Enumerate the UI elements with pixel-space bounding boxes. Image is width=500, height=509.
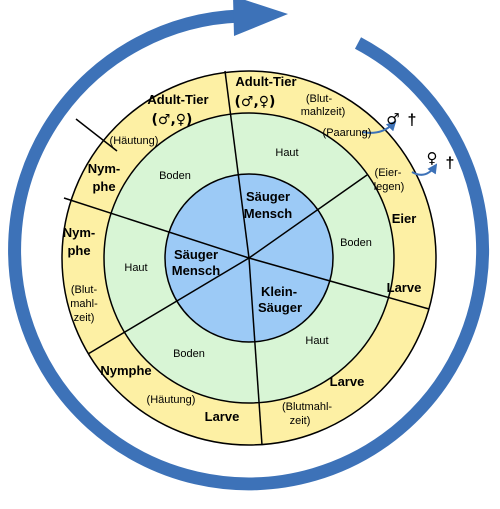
host-top-2: Mensch (244, 206, 292, 221)
divider-top (224, 70, 250, 259)
nymph-top-2: phe (92, 179, 115, 194)
female-outcome-arrow (411, 163, 438, 176)
cycle-arrow (8, 9, 490, 491)
divider-bottom-left (87, 257, 250, 355)
adult-left-title: Adult-Tier (147, 92, 208, 107)
ground-bottom-label: Boden (173, 348, 205, 360)
adult-right-title: Adult-Tier (235, 74, 296, 89)
male-death-dagger: † (408, 112, 417, 129)
divider-top-right (248, 174, 368, 259)
blood-meal-left-2: mahl- (70, 298, 98, 310)
adult-left-sexes: (♂,♀) (152, 112, 193, 128)
skin-bottom-right-label: Haut (305, 335, 328, 347)
larva-bottom-label: Larve (205, 409, 240, 424)
eggs-label: Eier (392, 211, 417, 226)
female-symbol: ♀ (427, 149, 438, 167)
female-death-dagger: † (446, 155, 455, 172)
adult-right-blood-meal-1: (Blut- (306, 93, 333, 105)
adult-left-molting: (Häutung) (110, 135, 159, 147)
nymph-left-2: phe (67, 243, 90, 258)
nymph-left-1: Nym- (63, 225, 96, 240)
host-left-1: Säuger (174, 247, 218, 262)
nymph-bottom-label: Nymphe (100, 363, 151, 378)
blood-meal-left-1: (Blut- (71, 284, 98, 296)
nymph-top-1: Nym- (88, 161, 121, 176)
larva-right-label: Larve (387, 280, 422, 295)
skin-left-label: Haut (124, 262, 147, 274)
male-outcome-arrow (361, 120, 397, 134)
molting-bottom-label: (Häutung) (147, 394, 196, 406)
divider-right (248, 257, 430, 310)
larva-bottom-right-label: Larve (330, 374, 365, 389)
adult-right-blood-meal-2: mahlzeit) (301, 106, 346, 118)
blood-meal-bottom-1: (Blutmahl- (282, 401, 332, 413)
egg-laying-2: legen) (374, 181, 405, 193)
cycle-arrow-head (233, 0, 288, 36)
host-top-1: Säuger (246, 189, 290, 204)
ground-top-left-label: Boden (159, 170, 191, 182)
ground-right-label: Boden (340, 237, 372, 249)
blood-meal-left-3: zeit) (74, 312, 95, 324)
mating-label: (Paarung) (323, 127, 372, 139)
skin-top-label: Haut (275, 147, 298, 159)
adult-right-sexes: (♂,♀) (235, 94, 276, 110)
host-left-2: Mensch (172, 263, 220, 278)
host-right-1: Klein- (261, 284, 297, 299)
divider-bottom (248, 257, 263, 446)
male-symbol: ♂ (386, 110, 399, 128)
blood-meal-bottom-2: zeit) (290, 415, 311, 427)
egg-laying-1: (Eier- (375, 167, 402, 179)
host-right-2: Säuger (258, 300, 302, 315)
divider-left (63, 197, 250, 259)
divider-top-left (75, 118, 118, 152)
